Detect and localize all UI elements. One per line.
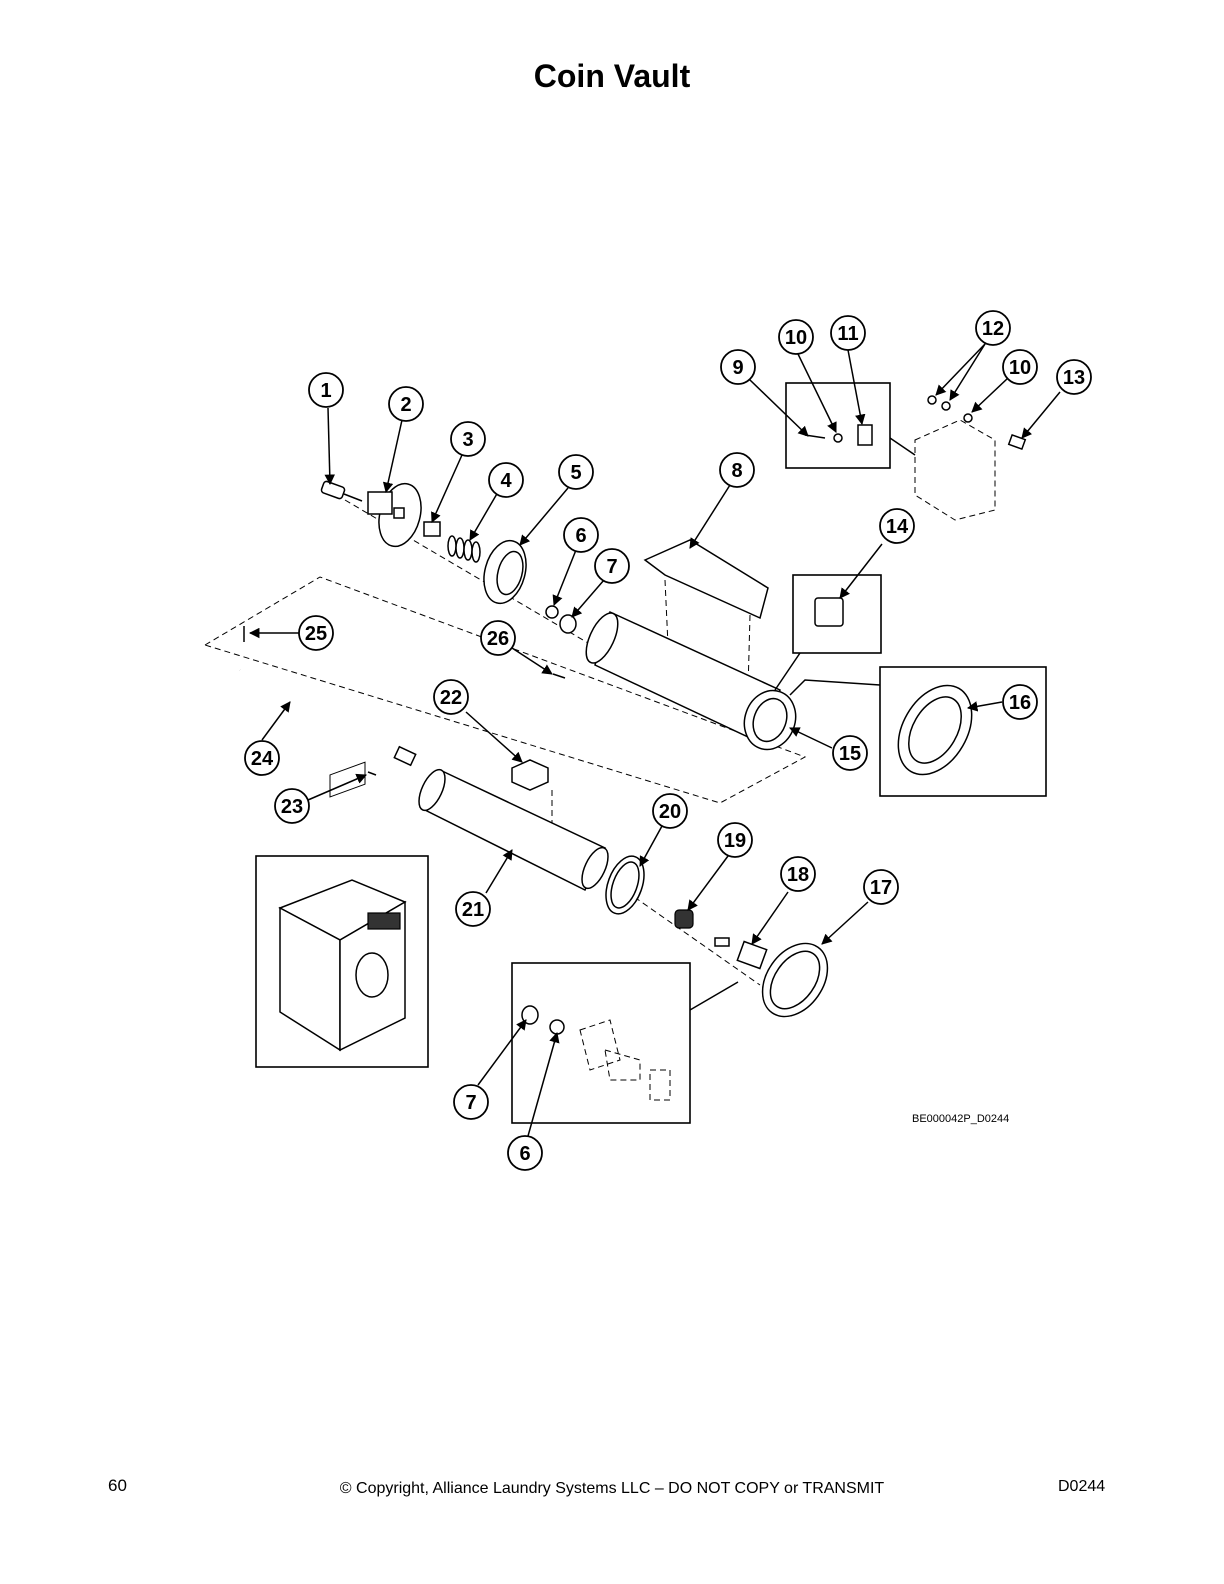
svg-text:23: 23 xyxy=(281,796,303,818)
inset-box-lock-detail xyxy=(511,962,691,1124)
callout-6-inset: 6 xyxy=(507,1135,543,1171)
callout-2: 2 xyxy=(388,386,424,422)
inset-box-switch-14 xyxy=(792,574,882,654)
svg-text:6: 6 xyxy=(519,1143,530,1165)
callout-10-b: 10 xyxy=(1002,349,1038,385)
hex-nut-part xyxy=(511,759,549,791)
gasket-part xyxy=(897,684,973,776)
callout-22: 22 xyxy=(433,679,469,715)
callout-1: 1 xyxy=(308,372,344,408)
bolt-part xyxy=(320,480,363,502)
callout-25: 25 xyxy=(298,615,334,651)
bezel-part xyxy=(761,942,829,1018)
callout-21: 21 xyxy=(455,891,491,927)
machine-location-inset xyxy=(255,855,429,1068)
svg-text:1: 1 xyxy=(320,380,331,402)
svg-text:16: 16 xyxy=(1009,692,1031,714)
callout-15: 15 xyxy=(832,735,868,771)
copyright-notice: © Copyright, Alliance Laundry Systems LL… xyxy=(339,1480,885,1497)
callout-10-a: 10 xyxy=(778,319,814,355)
callout-20: 20 xyxy=(652,793,688,829)
svg-text:5: 5 xyxy=(570,462,581,484)
callout-7-inset: 7 xyxy=(453,1084,489,1120)
washer-machine-illustration xyxy=(278,761,407,1052)
rod-part xyxy=(239,668,417,767)
svg-text:25: 25 xyxy=(305,623,327,645)
nut-part xyxy=(559,614,577,634)
leader-lines xyxy=(248,343,1061,1137)
callout-12: 12 xyxy=(975,310,1011,346)
callout-3: 3 xyxy=(450,421,486,457)
svg-text:6: 6 xyxy=(575,525,586,547)
svg-text:11: 11 xyxy=(837,323,858,345)
switch-bracket-part xyxy=(804,395,1027,521)
callout-5: 5 xyxy=(558,454,594,490)
svg-text:13: 13 xyxy=(1063,367,1085,389)
svg-text:12: 12 xyxy=(982,318,1004,340)
rod-assembly-outline xyxy=(203,576,807,804)
svg-text:24: 24 xyxy=(251,748,274,770)
vault-cylinder-part xyxy=(585,610,797,751)
svg-text:4: 4 xyxy=(500,470,512,492)
svg-text:22: 22 xyxy=(440,687,462,709)
callout-14: 14 xyxy=(879,508,915,544)
disc-part xyxy=(605,855,645,915)
svg-text:14: 14 xyxy=(886,516,909,538)
callout-4: 4 xyxy=(488,462,524,498)
inset-box-gasket xyxy=(879,666,1047,797)
inset-box-switch xyxy=(785,382,891,469)
page-title: Coin Vault xyxy=(533,58,691,94)
callout-17: 17 xyxy=(863,869,899,905)
callout-13: 13 xyxy=(1056,359,1092,395)
drawing-code: BE000042P_D0244 xyxy=(912,1113,1009,1125)
key-part xyxy=(714,937,768,970)
housing-plate-part xyxy=(367,482,422,548)
svg-text:19: 19 xyxy=(724,830,746,852)
page-number: 60 xyxy=(108,1476,127,1495)
svg-text:15: 15 xyxy=(839,743,861,765)
svg-text:9: 9 xyxy=(732,357,743,379)
wheel-part xyxy=(483,539,527,605)
callout-6: 6 xyxy=(563,517,599,553)
svg-text:7: 7 xyxy=(465,1092,476,1114)
svg-text:26: 26 xyxy=(487,628,509,650)
callout-23: 23 xyxy=(274,788,310,824)
callout-26: 26 xyxy=(480,620,516,656)
callout-19: 19 xyxy=(717,822,753,858)
callout-8: 8 xyxy=(719,452,755,488)
svg-text:17: 17 xyxy=(870,877,892,899)
svg-text:20: 20 xyxy=(659,801,681,823)
rocker-switch-part xyxy=(814,597,844,627)
callout-16: 16 xyxy=(1002,684,1038,720)
svg-text:21: 21 xyxy=(462,899,484,921)
svg-text:8: 8 xyxy=(731,460,742,482)
star-washer-part xyxy=(545,605,559,619)
document-code: D0244 xyxy=(1058,1478,1106,1495)
svg-text:3: 3 xyxy=(462,429,473,451)
spring-part xyxy=(447,535,481,563)
svg-text:10: 10 xyxy=(785,327,807,349)
lock-detail-parts xyxy=(521,1005,671,1101)
svg-text:2: 2 xyxy=(400,394,411,416)
callout-18: 18 xyxy=(780,856,816,892)
svg-text:10: 10 xyxy=(1009,357,1031,379)
block-part xyxy=(423,521,441,537)
svg-text:18: 18 xyxy=(787,864,809,886)
lock-cylinder-part xyxy=(674,909,694,929)
callout-24: 24 xyxy=(244,740,280,776)
callout-7: 7 xyxy=(594,548,630,584)
set-screw-part xyxy=(367,771,377,776)
callouts: 1 2 3 4 5 6 7 8 9 10 11 12 10 13 14 15 1… xyxy=(244,310,1092,1171)
callout-9: 9 xyxy=(720,349,756,385)
callout-11: 11 xyxy=(830,315,866,351)
svg-text:7: 7 xyxy=(606,556,617,578)
screw-part xyxy=(552,673,566,679)
coin-tube-part xyxy=(418,768,609,892)
